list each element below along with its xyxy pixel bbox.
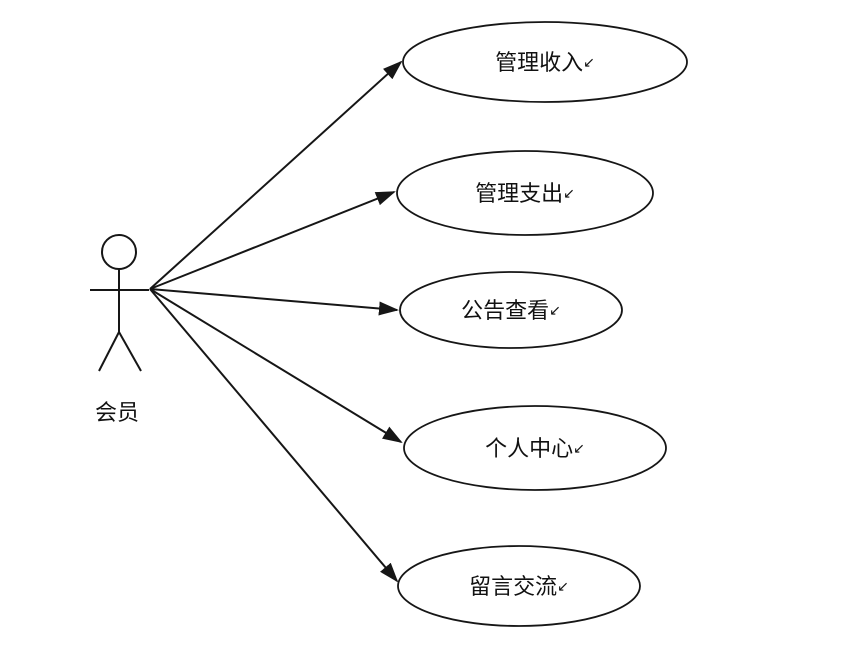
association-arrows-group: [149, 60, 403, 583]
use-case-ellipse: [399, 271, 623, 349]
use-case-ellipse: [396, 150, 654, 236]
association-arrow: [149, 288, 399, 316]
use-cases-group: 管理收入↙管理支出↙公告查看↙个人中心↙留言交流↙: [396, 21, 688, 627]
line-break-mark-icon: ↙: [573, 440, 585, 456]
actor-leg-right: [118, 331, 142, 372]
use-case-label-text: 管理支出: [475, 181, 563, 206]
use-case-label-text: 公告查看: [461, 298, 549, 323]
use-case-label-text: 留言交流: [469, 574, 557, 599]
use-case-label-text: 管理收入: [495, 50, 583, 75]
actor-label: 会员: [95, 400, 139, 425]
association-arrow: [149, 288, 403, 444]
association-arrow: [149, 191, 396, 290]
use-case-label: 留言交流↙: [469, 574, 569, 599]
line-break-mark-icon: ↙: [549, 302, 561, 318]
line-break-mark-icon: ↙: [583, 54, 595, 70]
use-case-label: 管理支出↙: [475, 181, 575, 206]
actor-group: 会员: [90, 234, 149, 425]
actor-head: [101, 234, 137, 270]
use-case-label-text: 个人中心: [485, 436, 573, 461]
actor-leg-left: [98, 331, 120, 372]
association-arrow: [149, 288, 399, 583]
use-case-ellipse: [402, 21, 688, 103]
use-case-label: 公告查看↙: [461, 298, 561, 323]
line-break-mark-icon: ↙: [563, 185, 575, 201]
association-arrow: [149, 60, 403, 290]
use-case-ellipse: [397, 545, 641, 627]
use-case-label: 个人中心↙: [485, 436, 585, 461]
use-case-label: 管理收入↙: [495, 50, 595, 75]
use-case-ellipse: [403, 405, 667, 491]
line-break-mark-icon: ↙: [557, 578, 569, 594]
